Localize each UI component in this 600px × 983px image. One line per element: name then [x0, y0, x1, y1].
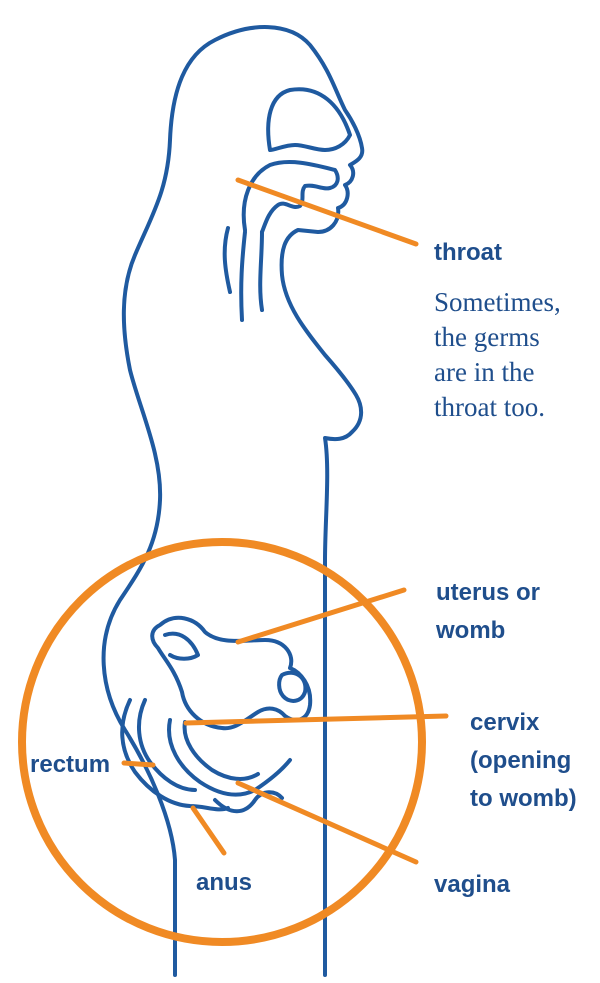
uterus-label-line-1: uterus or — [436, 574, 540, 612]
throat-tube — [241, 232, 262, 320]
throat-label: throat — [434, 234, 502, 272]
note-line-4: throat too. — [434, 390, 561, 425]
vagina-canal-inner — [185, 722, 258, 779]
rectum-pointer — [124, 763, 153, 765]
fallopian-tube-left — [165, 634, 198, 659]
note-line-2: the germs — [434, 320, 561, 355]
anus-label: anus — [196, 864, 252, 902]
anus-pointer — [193, 808, 224, 853]
cervix-label-line-3: to womb) — [470, 780, 577, 818]
cervix-label-line-2: (opening — [470, 742, 577, 780]
vagina-canal — [169, 720, 290, 795]
rectum-curve-inner — [139, 700, 195, 790]
uterus-label: uterus or womb — [436, 574, 540, 650]
note-line-3: are in the — [434, 355, 561, 390]
ovary-right — [279, 673, 305, 701]
rectum-label: rectum — [30, 746, 110, 784]
note-line-1: Sometimes, — [434, 285, 561, 320]
uterus-label-line-2: womb — [436, 612, 540, 650]
cervix-label: cervix (opening to womb) — [470, 704, 577, 818]
body-outline — [104, 27, 363, 975]
cervix-pointer — [186, 716, 446, 723]
throat-note: Sometimes, the germs are in the throat t… — [434, 285, 561, 425]
cervix-label-line-1: cervix — [470, 704, 577, 742]
throat-tube-2 — [225, 228, 230, 292]
vagina-label: vagina — [434, 866, 510, 904]
